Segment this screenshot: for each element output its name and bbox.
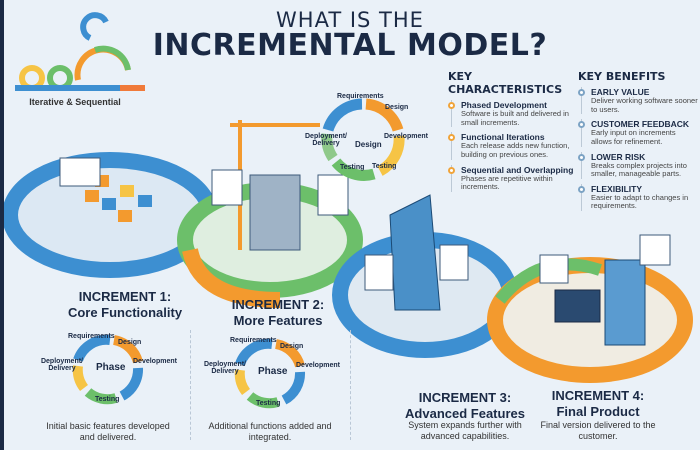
mini-label: Requirements — [68, 333, 115, 340]
left-border — [0, 0, 4, 450]
benefits-heading: KEY BENEFITS — [578, 70, 666, 83]
cycle-label: Requirements — [337, 93, 384, 100]
increment-1-desc: Initial basic features developed and del… — [46, 421, 170, 442]
mini-label: Design — [118, 339, 142, 346]
increment-4-title: INCREMENT 4:Final Product — [551, 388, 645, 419]
increment-4-desc: Final version delivered to the customer. — [540, 420, 656, 441]
page-title: INCREMENTAL MODEL? — [152, 28, 548, 63]
office-tower — [364, 194, 469, 311]
divider — [190, 330, 191, 440]
cycle-label: Testing — [372, 163, 397, 170]
building-under-construction — [211, 120, 349, 251]
mini-label: Design — [280, 343, 304, 350]
final-product-illustration — [539, 234, 671, 346]
mini-label: Testing — [256, 400, 281, 407]
cycle-label: Testing — [340, 164, 365, 171]
central-cycle-diagram — [321, 98, 405, 181]
increment-2-title: INCREMENT 2:More Features — [231, 297, 325, 328]
cycle-center: Design — [355, 140, 382, 149]
iterative-logo — [15, 12, 145, 91]
mini-label: Development — [133, 358, 177, 365]
characteristics-heading: KEY CHARACTERISTICS — [448, 70, 563, 96]
increment-2-road-arc — [182, 248, 281, 308]
mini-cycle-1 — [72, 334, 144, 405]
blocks-illustration — [59, 157, 152, 222]
mini-label: Testing — [95, 396, 120, 403]
cycle-label: Development — [384, 133, 428, 140]
title-line-1: WHAT IS THE — [276, 8, 424, 32]
increment-2-desc: Additional functions added and integrate… — [208, 421, 332, 442]
increment-1-title: INCREMENT 1:Core Functionality — [67, 289, 183, 320]
divider — [350, 330, 351, 440]
mini-label: Deployment/ Delivery — [203, 361, 246, 375]
increment-3-title: INCREMENT 3:Advanced Features — [405, 390, 525, 421]
mini-center: Phase — [258, 366, 288, 377]
cycle-label: Design — [385, 104, 409, 111]
mini-cycle-2 — [234, 338, 306, 409]
mini-label: Development — [296, 362, 340, 369]
cycle-label: Deployment/ Delivery — [305, 133, 348, 147]
mini-label: Requirements — [230, 337, 277, 344]
increment-3-desc: System expands further with advanced cap… — [408, 420, 522, 441]
mini-center: Phase — [96, 362, 126, 373]
logo-caption: Iterative & Sequential — [29, 97, 121, 107]
mini-label: Deployment/ Delivery — [40, 358, 83, 372]
